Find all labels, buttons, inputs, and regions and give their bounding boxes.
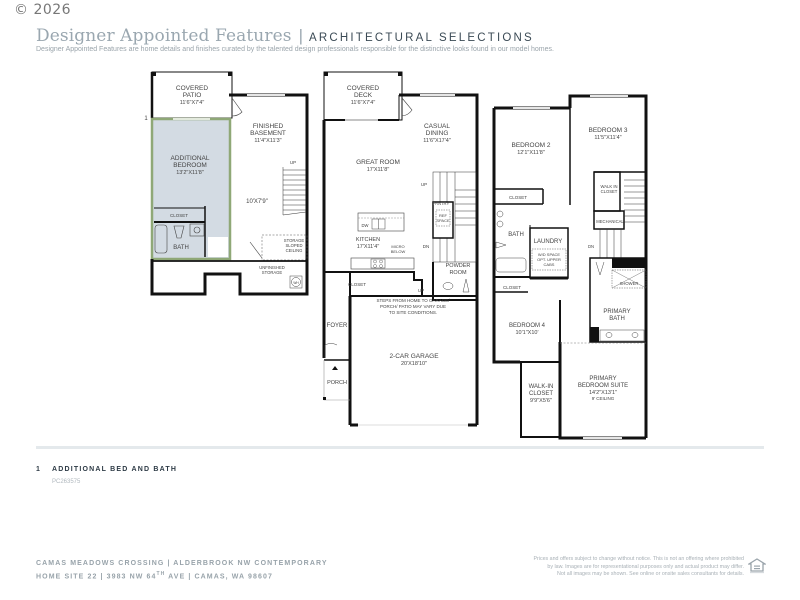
additional-bedroom-highlight[interactable] (150, 117, 232, 261)
callout-number: 1 (144, 116, 148, 122)
powder-room-label: POWDER (446, 263, 471, 269)
bedroom-4-label: BEDROOM 4 (509, 323, 546, 329)
svg-text:ROOM: ROOM (449, 270, 467, 276)
svg-text:13'2"X11'8": 13'2"X11'8" (176, 170, 204, 176)
ref-space-label: REF (439, 213, 448, 218)
water-heater-label: WH (293, 281, 299, 285)
microwave-label: MICRO (391, 244, 404, 249)
svg-text:CLOSET: CLOSET (529, 391, 553, 397)
covered-deck-label: COVERED (347, 85, 379, 92)
svg-text:9'9"X5'6": 9'9"X5'6" (530, 398, 552, 404)
storage-label: STORAGE (284, 238, 305, 243)
svg-text:BEDROOM SUITE: BEDROOM SUITE (578, 383, 628, 389)
bedroom-2-closet-label: CLOSET (509, 195, 527, 200)
svg-text:DINING: DINING (426, 130, 449, 137)
stairs-up-label: UP (290, 160, 296, 165)
svg-text:11'6"X7'4": 11'6"X7'4" (351, 100, 376, 106)
dishwasher-label: DW (362, 223, 369, 228)
page-description: Designer Appointed Features are home det… (36, 46, 554, 53)
shower-label: SHOWER (620, 281, 639, 286)
note-label: ADDITIONAL BED AND BATH (52, 466, 178, 473)
upper-stairs-down-label: DN (588, 244, 594, 249)
section-title: ARCHITECTURAL SELECTIONS (309, 32, 534, 44)
svg-text:9' CEILING: 9' CEILING (592, 396, 615, 401)
copyright: © 2026 (14, 2, 72, 18)
bedroom-2-label: BEDROOM 2 (511, 142, 550, 149)
foyer-label: FOYER (327, 323, 348, 329)
page-header: Designer Appointed Features | ARCHITECTU… (36, 26, 534, 46)
svg-text:11'6"X17'4": 11'6"X17'4" (423, 138, 451, 144)
svg-text:10'1"X10': 10'1"X10' (515, 330, 538, 336)
note-item: 1 ADDITIONAL BED AND BATH (36, 466, 177, 473)
svg-text:BELOW: BELOW (391, 249, 406, 254)
svg-text:11'6"X7'4": 11'6"X7'4" (180, 100, 205, 106)
garage-stairs-up-label: UP (418, 288, 424, 293)
svg-text:DECK: DECK (354, 92, 373, 99)
svg-text:SPACE: SPACE (436, 218, 450, 223)
community-line: CAMAS MEADOWS CROSSING | ALDERBROOK NW C… (36, 560, 328, 567)
main-closet-label: CLOSET (348, 282, 366, 287)
porch-label: PORCH (327, 380, 347, 386)
kitchen-label: KITCHEN (356, 237, 380, 243)
walk-in-closet-label: WALK IN (600, 184, 617, 189)
casual-dining-label: CASUAL (424, 123, 450, 130)
svg-text:CEILING: CEILING (286, 248, 303, 253)
community-info: CAMAS MEADOWS CROSSING | ALDERBROOK NW C… (36, 558, 328, 582)
upper-bath-label: BATH (508, 232, 524, 238)
title-separator: | (298, 26, 303, 45)
unfinished-storage-label: UNFINISHED (259, 265, 285, 270)
svg-text:CLOSET: CLOSET (601, 189, 618, 194)
covered-patio-label: COVERED (176, 85, 208, 92)
wd-space-label: W/D SPACE (538, 252, 560, 257)
note-number: 1 (36, 466, 40, 473)
svg-text:PORCH/ PATIO MAY VARY DUE: PORCH/ PATIO MAY VARY DUE (380, 304, 446, 309)
steps-note: STEPS FROM HOME TO GARAGE/ (376, 298, 450, 303)
svg-text:PATIO: PATIO (183, 92, 202, 99)
bedroom-4-closet-label: CLOSET (503, 285, 521, 290)
svg-text:OPT. UPPER: OPT. UPPER (537, 257, 561, 262)
page-title: Designer Appointed Features (36, 26, 292, 46)
equal-housing-opportunity-icon (748, 558, 766, 574)
garage-label: 2-CAR GARAGE (389, 353, 439, 360)
address-line: HOME SITE 22 | 3983 NW 64TH AVE | CAMAS,… (36, 571, 273, 581)
svg-text:14'2"X13'1": 14'2"X13'1" (589, 390, 617, 396)
svg-text:11'4"X11'3": 11'4"X11'3" (254, 138, 281, 144)
laundry-label: LAUNDRY (534, 239, 563, 245)
svg-text:CABS: CABS (544, 262, 555, 267)
lower-level-plan: COVERED PATIO 11'6"X7'4" FINISHED BASEME… (144, 71, 309, 296)
svg-text:TO SITE CONDITIONS.: TO SITE CONDITIONS. (389, 310, 437, 315)
note-code: PC263575 (52, 479, 81, 485)
section-divider (36, 446, 764, 449)
mechanical-label: MECHANICAL (596, 219, 624, 224)
bedroom-3-label: BEDROOM 3 (588, 127, 627, 134)
svg-text:BEDROOM: BEDROOM (173, 162, 207, 169)
additional-bedroom-label: ADDITIONAL (170, 155, 209, 162)
primary-bath-label: PRIMARY (603, 309, 630, 315)
finished-basement-label: FINISHED (253, 123, 284, 130)
primary-walk-in-closet-label: WALK-IN (529, 384, 554, 390)
bath-label: BATH (173, 245, 189, 251)
svg-text:20'X18'10": 20'X18'10" (401, 361, 427, 367)
main-stairs-up-label: UP (421, 182, 427, 187)
great-room-label: GREAT ROOM (356, 159, 400, 166)
svg-text:17'X11'8": 17'X11'8" (367, 167, 390, 173)
svg-text:BATH: BATH (609, 316, 625, 322)
closet-label: CLOSET (170, 213, 188, 218)
flex-space-size: 10'X7'9" (246, 199, 268, 205)
disclaimer: Prices and offers subject to change with… (533, 556, 744, 577)
floor-plans: COVERED PATIO 11'6"X7'4" FINISHED BASEME… (144, 71, 648, 440)
main-stairs-down-label: DN (423, 244, 430, 249)
svg-text:11'5"X11'4": 11'5"X11'4" (594, 135, 621, 141)
pantry-label: PANTRY (433, 201, 450, 206)
main-level-plan: COVERED DECK 11'6"X7'4" CASUAL DINING 11… (322, 71, 479, 427)
svg-text:SLOPED: SLOPED (286, 243, 303, 248)
svg-text:STORAGE: STORAGE (262, 270, 283, 275)
primary-suite-label: PRIMARY (589, 376, 616, 382)
upper-level-plan: BEDROOM 2 12'1"X11'8" BEDROOM 3 11'5"X11… (492, 94, 648, 440)
svg-text:12'1"X11'8": 12'1"X11'8" (517, 150, 545, 156)
svg-text:BASEMENT: BASEMENT (250, 130, 286, 137)
svg-text:17'X11'4": 17'X11'4" (357, 244, 380, 250)
